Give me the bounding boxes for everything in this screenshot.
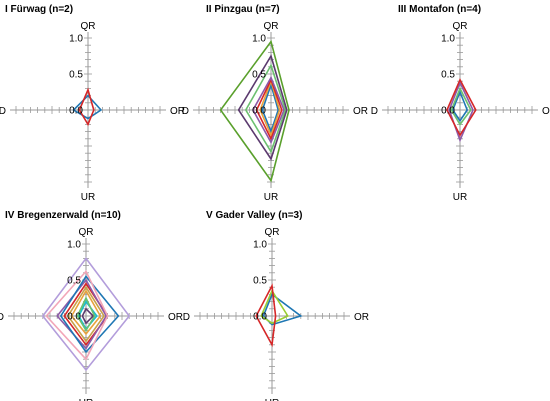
- radial-tick-label: 1.0: [67, 240, 81, 251]
- axis-label-qr: QR: [265, 227, 280, 238]
- radial-tick-label: 0.0: [252, 106, 266, 117]
- series-polygon: [448, 80, 474, 143]
- axis-label-or: OR: [168, 312, 183, 323]
- axis-label-qr: QR: [81, 21, 96, 32]
- series-polygon: [259, 78, 281, 138]
- panel-title: III Montafon (n=4): [398, 4, 481, 15]
- radial-tick-label: 0.5: [253, 276, 267, 287]
- series-polygon: [260, 289, 289, 325]
- radar-panel: I Fürwag (n=2) 0.0 0.5 1.0 QR OR UR D: [0, 4, 185, 203]
- axis-label-ur: UR: [264, 192, 278, 203]
- series-polygon: [451, 89, 469, 123]
- series-polygon: [41, 257, 131, 372]
- series-polygon: [262, 293, 303, 326]
- radial-tick-label: 1.0: [252, 34, 266, 45]
- axis-label-d: D: [371, 106, 378, 117]
- series-polygon: [261, 82, 280, 134]
- panel-title: II Pinzgau (n=7): [206, 4, 280, 15]
- radial-tick-label: 1.0: [441, 34, 455, 45]
- panel-title: I Fürwag (n=2): [5, 4, 73, 15]
- axis-label-or: OR: [354, 312, 369, 323]
- radial-tick-label: 0.5: [69, 70, 83, 81]
- radial-tick-label: 0.5: [252, 70, 266, 81]
- series-polygon: [70, 289, 102, 336]
- series-polygon: [244, 63, 287, 154]
- series-polygon: [76, 296, 96, 332]
- series-polygon: [67, 285, 105, 343]
- series-polygon: [252, 75, 285, 145]
- series-polygon: [59, 275, 120, 354]
- axis-label-d: D: [182, 106, 189, 117]
- axis-label-d: D: [183, 312, 190, 323]
- panel-title: V Gader Valley (n=3): [206, 210, 302, 221]
- axis-label-d: D: [0, 312, 4, 323]
- radar-panel: V Gader Valley (n=3) 0.0 0.5 1.0 QR OR UR D: [183, 210, 369, 401]
- axis-label-qr: QR: [264, 21, 279, 32]
- series-polygon: [45, 269, 109, 361]
- axis-label-or: OR: [170, 106, 185, 117]
- series-polygon: [255, 283, 277, 348]
- series-polygon: [72, 94, 103, 120]
- radial-tick-label: 1.0: [253, 240, 267, 251]
- axis-label-qr: QR: [453, 21, 468, 32]
- axis-label-ur: UR: [453, 192, 467, 203]
- series-polygon: [56, 278, 108, 350]
- axis-label-qr: QR: [79, 227, 94, 238]
- radial-tick-label: 1.0: [69, 34, 83, 45]
- axis-label-d: D: [0, 106, 6, 117]
- radar-panel: II Pinzgau (n=7) 0.0 0.5 1.0 QR OR UR D: [182, 4, 368, 203]
- radial-tick-label: 0.0: [67, 312, 81, 323]
- series-polygon: [78, 87, 95, 127]
- series-polygon: [237, 54, 288, 161]
- radial-tick-label: 0.5: [67, 276, 81, 287]
- series-polygon: [446, 77, 477, 137]
- series-polygon: [255, 77, 283, 141]
- axis-label-or: OR: [542, 106, 550, 117]
- radar-panel: IV Bregenzerwald (n=10) 0.0 0.5 1.0 QR OR UR D: [0, 210, 183, 401]
- panel-title: IV Bregenzerwald (n=10): [5, 210, 121, 221]
- radial-tick-label: 0.5: [441, 70, 455, 81]
- radial-tick-label: 0.0: [69, 106, 83, 117]
- radar-panel: III Montafon (n=4) 0.0 0.5 1.0 QR OR UR D: [371, 4, 550, 203]
- axis-label-ur: UR: [81, 192, 95, 203]
- axis-label-ur: UR: [265, 398, 279, 401]
- radial-tick-label: 0.0: [253, 312, 267, 323]
- series-polygon: [219, 39, 290, 183]
- series-polygon: [450, 86, 472, 126]
- series-polygon: [81, 307, 95, 325]
- axis-label-or: OR: [353, 106, 368, 117]
- axis-label-ur: UR: [79, 398, 93, 401]
- radial-tick-label: 0.0: [441, 106, 455, 117]
